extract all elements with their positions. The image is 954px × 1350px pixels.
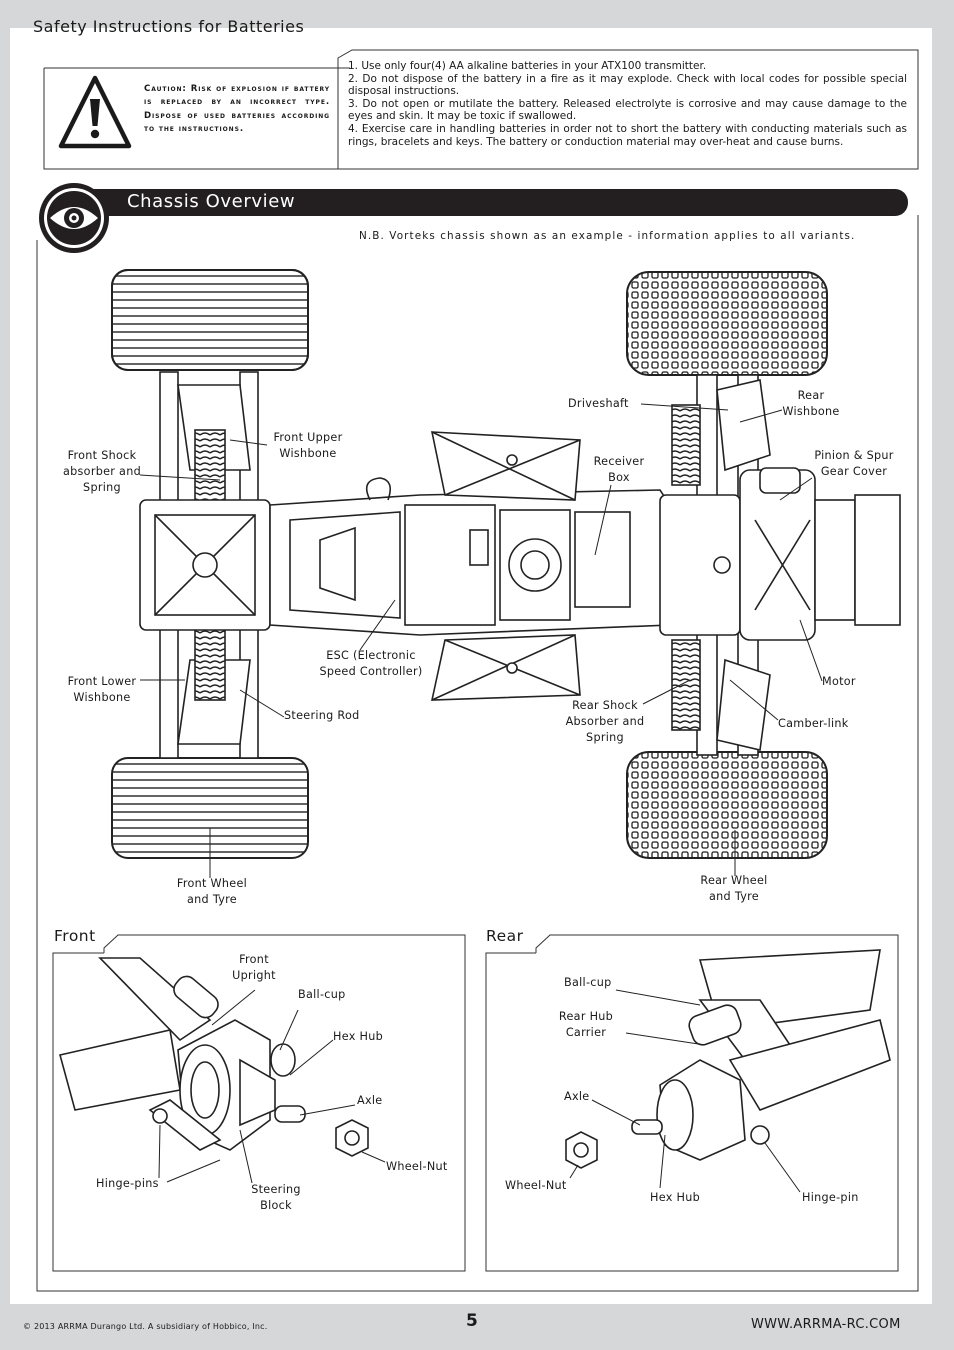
front-panel-title: Front: [54, 927, 96, 945]
safety-frame: [43, 49, 919, 170]
label-front-shock: Front Shock absorber and Spring: [62, 449, 142, 494]
label-front-lower-wishbone: Front Lower Wishbone: [67, 675, 137, 704]
safety-list: 1. Use only four(4) AA alkaline batterie…: [348, 60, 907, 148]
label-driveshaft: Driveshaft: [568, 397, 629, 410]
label-rear-shock: Rear Shock Absorber and Spring: [565, 699, 645, 744]
eye-icon: [39, 183, 109, 253]
footer-copyright: © 2013 ARRMA Durango Ltd. A subsidiary o…: [23, 1322, 268, 1331]
section-title: Chassis Overview: [127, 191, 296, 212]
chassis-note: N.B. Vorteks chassis shown as an example…: [359, 230, 856, 242]
label-front-upper-wishbone: Front Upper Wishbone: [273, 431, 343, 460]
caution-text: Caution: Risk of explosion if battery is…: [144, 84, 330, 135]
label-front-hexhub: Hex Hub: [333, 1030, 383, 1043]
label-rear-hub-carrier: Rear Hub Carrier: [558, 1010, 614, 1039]
safety-item: 3. Do not open or mutilate the battery. …: [348, 97, 907, 123]
label-pinion-spur-cover: Pinion & Spur Gear Cover: [814, 449, 894, 478]
wheel-nut-icon: [335, 1119, 369, 1157]
rear-suspension: [659, 374, 901, 756]
label-rear-hexhub: Hex Hub: [650, 1191, 700, 1204]
wheel-nut-icon: [565, 1131, 598, 1169]
label-front-hingepins: Hinge-pins: [96, 1177, 159, 1190]
footer-url[interactable]: WWW.ARRMA-RC.COM: [751, 1317, 901, 1332]
leader-lines: [139, 403, 823, 878]
label-camber-link: Camber-link: [778, 717, 849, 730]
page-number: 5: [466, 1311, 478, 1331]
chassis-plate: [269, 431, 671, 701]
safety-item: 1. Use only four(4) AA alkaline batterie…: [348, 60, 707, 72]
label-esc: ESC (Electronic Speed Controller): [319, 649, 423, 678]
label-front-upright: Front Upright: [232, 953, 276, 982]
label-receiver-box: Receiver Box: [593, 455, 645, 484]
section-header-bar: [65, 189, 908, 216]
label-rear-ballcup: Ball-cup: [564, 976, 612, 989]
label-front-wheel: Front Wheel and Tyre: [176, 877, 248, 906]
label-motor: Motor: [822, 675, 856, 688]
label-front-ballcup: Ball-cup: [298, 988, 346, 1001]
label-steering-rod: Steering Rod: [284, 709, 360, 722]
label-front-axle: Axle: [357, 1094, 383, 1107]
warning-triangle-icon: [58, 75, 132, 149]
safety-item: 2. Do not dispose of the battery in a fi…: [348, 72, 907, 98]
safety-title: Safety Instructions for Batteries: [33, 17, 305, 36]
label-rear-wheelnut: Wheel-Nut: [505, 1179, 567, 1192]
label-steering-block: Steering Block: [251, 1183, 301, 1212]
rear-panel-title: Rear: [486, 927, 524, 945]
label-rear-wishbone: Rear Wishbone: [782, 389, 840, 418]
label-front-wheelnut: Wheel-Nut: [386, 1160, 448, 1173]
label-rear-hingepin: Hinge-pin: [802, 1191, 859, 1204]
rear-tyre-top: [626, 271, 828, 376]
safety-item: 4. Exercise care in handling batteries i…: [348, 122, 907, 148]
rear-tyre-bottom: [626, 751, 828, 859]
front-suspension: [139, 371, 271, 759]
front-tyre-top: [111, 269, 309, 371]
label-rear-axle: Axle: [564, 1090, 590, 1103]
label-rear-wheel: Rear Wheel and Tyre: [700, 874, 768, 903]
